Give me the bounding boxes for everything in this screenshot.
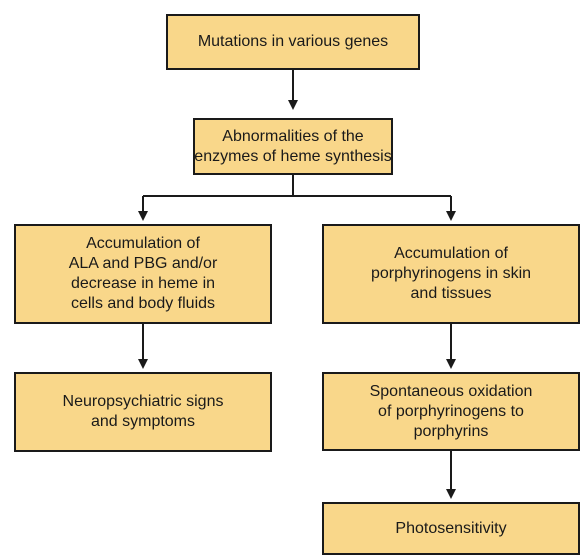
node-text: Neuropsychiatric signs and symptoms xyxy=(63,392,224,432)
node-text: Accumulation of porphyrinogens in skin a… xyxy=(371,244,531,304)
node-neuropsychiatric: Neuropsychiatric signs and symptoms xyxy=(14,372,272,452)
node-line: decrease in heme in xyxy=(70,275,216,292)
node-line: cells and body fluids xyxy=(70,295,216,312)
arrowhead-icon xyxy=(446,359,456,369)
node-line: and tissues xyxy=(410,285,492,302)
node-line: Accumulation of xyxy=(394,245,508,262)
arrowhead-icon xyxy=(446,211,456,221)
node-abnormalities: Abnormalities of the enzymes of heme syn… xyxy=(193,118,393,175)
node-line: ALA and PBG and/or xyxy=(68,255,218,272)
edge-mutations-to-abnormalities xyxy=(288,70,298,110)
node-line: Accumulation of xyxy=(86,235,200,252)
edge-accumulation-porphyrinogens-to-oxidation xyxy=(446,324,456,369)
node-oxidation: Spontaneous oxidation of porphyrinogens … xyxy=(322,372,580,451)
node-mutations: Mutations in various genes xyxy=(166,14,420,70)
node-line: enzymes of heme synthesis xyxy=(194,147,392,165)
node-line: Mutations in various genes xyxy=(197,33,389,50)
node-line: porphyrinogens in skin xyxy=(370,265,532,282)
arrowhead-icon xyxy=(288,100,298,110)
node-line: Photosensitivity xyxy=(395,519,507,537)
node-text: Spontaneous oxidation of porphyrinogens … xyxy=(370,382,533,442)
node-line: of porphyrinogens to xyxy=(378,402,524,420)
edge-abnormalities-to-accumulation-ala xyxy=(138,196,148,221)
node-text: Mutations in various genes xyxy=(198,32,388,52)
arrowhead-icon xyxy=(138,359,148,369)
node-line: and symptoms xyxy=(90,413,196,430)
node-text: Accumulation of ALA and PBG and/or decre… xyxy=(69,234,218,314)
node-line: porphyrins xyxy=(413,422,489,440)
edge-abnormalities-to-accumulation-porphyrinogens xyxy=(446,196,456,221)
node-line: Neuropsychiatric signs xyxy=(62,393,224,410)
node-text: Abnormalities of the enzymes of heme syn… xyxy=(194,127,391,167)
node-photosensitivity: Photosensitivity xyxy=(322,502,580,555)
node-accumulation-porphyrinogens: Accumulation of porphyrinogens in skin a… xyxy=(322,224,580,324)
arrowhead-icon xyxy=(138,211,148,221)
node-line: Abnormalities of the xyxy=(222,127,364,145)
node-line: Spontaneous oxidation xyxy=(369,382,533,400)
edge-accumulation-ala-to-neuropsychiatric xyxy=(138,324,148,369)
edge-oxidation-to-photosensitivity xyxy=(446,451,456,499)
node-text: Photosensitivity xyxy=(395,519,506,539)
edge-abnormalities-branch xyxy=(143,175,451,197)
arrowhead-icon xyxy=(446,489,456,499)
node-accumulation-ala: Accumulation of ALA and PBG and/or decre… xyxy=(14,224,272,324)
